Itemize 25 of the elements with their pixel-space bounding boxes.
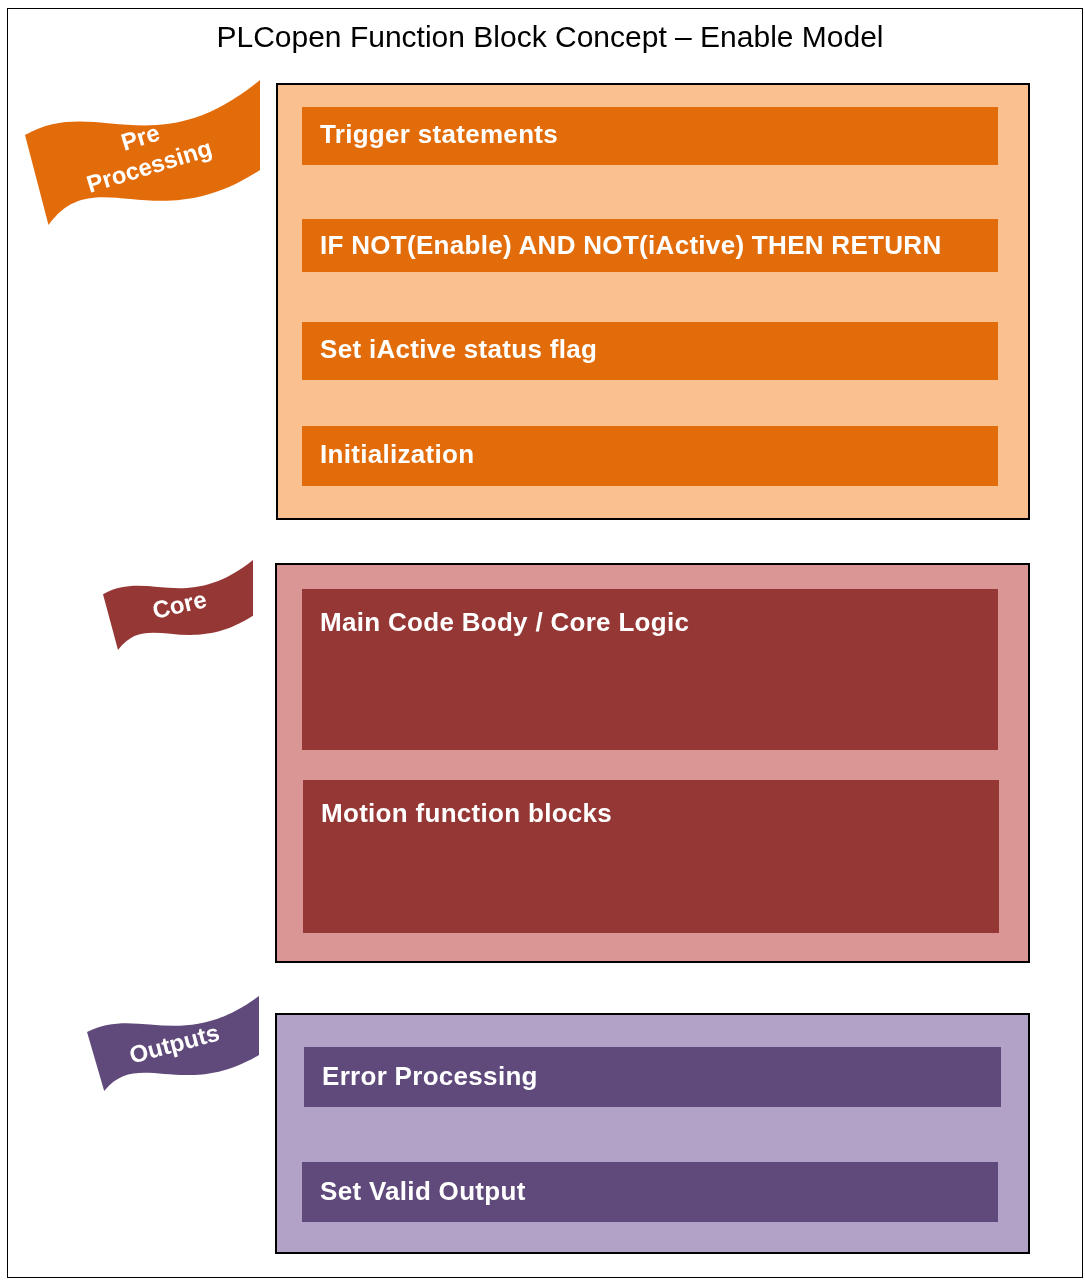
step-bar [302,426,998,486]
step-label: Initialization [320,439,475,470]
banner-label: Core [148,584,211,626]
section-panel [275,1013,1030,1254]
step-label: IF NOT(Enable) AND NOT(iActive) THEN RETURN [320,230,942,261]
step-bar [302,589,998,750]
step-label: Set iActive status flag [320,334,598,365]
wave-banner [87,996,259,1091]
section-panel [275,563,1030,963]
step-label: Error Processing [322,1061,538,1092]
step-bar [302,107,998,165]
banner-label: Outputs [125,1017,224,1070]
step-label: Main Code Body / Core Logic [320,607,690,638]
step-bar [302,1162,998,1222]
diagram-title: PLCopen Function Block Concept – Enable Model [215,20,885,54]
step-label: Motion function blocks [321,798,613,829]
section-panel [276,83,1030,520]
step-bar [302,219,998,272]
step-label: Trigger statements [320,119,559,150]
wave-banner [25,80,260,225]
step-bar [302,322,998,380]
step-bar [303,780,999,933]
step-bar [304,1047,1001,1107]
wave-banner [103,560,253,650]
step-label: Set Valid Output [320,1176,526,1207]
